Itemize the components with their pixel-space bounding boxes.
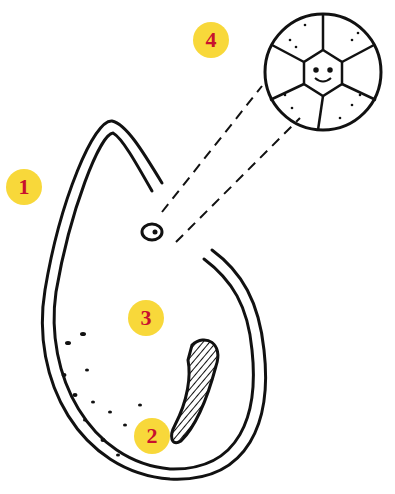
cytoplasm-dots [62, 332, 143, 457]
callout-number: 4 [193, 22, 229, 58]
callout-number: 1 [6, 169, 42, 205]
nucleus [172, 340, 218, 443]
pore [142, 224, 162, 240]
callout-number: 3 [128, 300, 164, 336]
magnified-view [265, 14, 381, 130]
callout-badge [6, 22, 229, 454]
grain-wall [42, 121, 265, 479]
callout-number: 2 [134, 418, 170, 454]
